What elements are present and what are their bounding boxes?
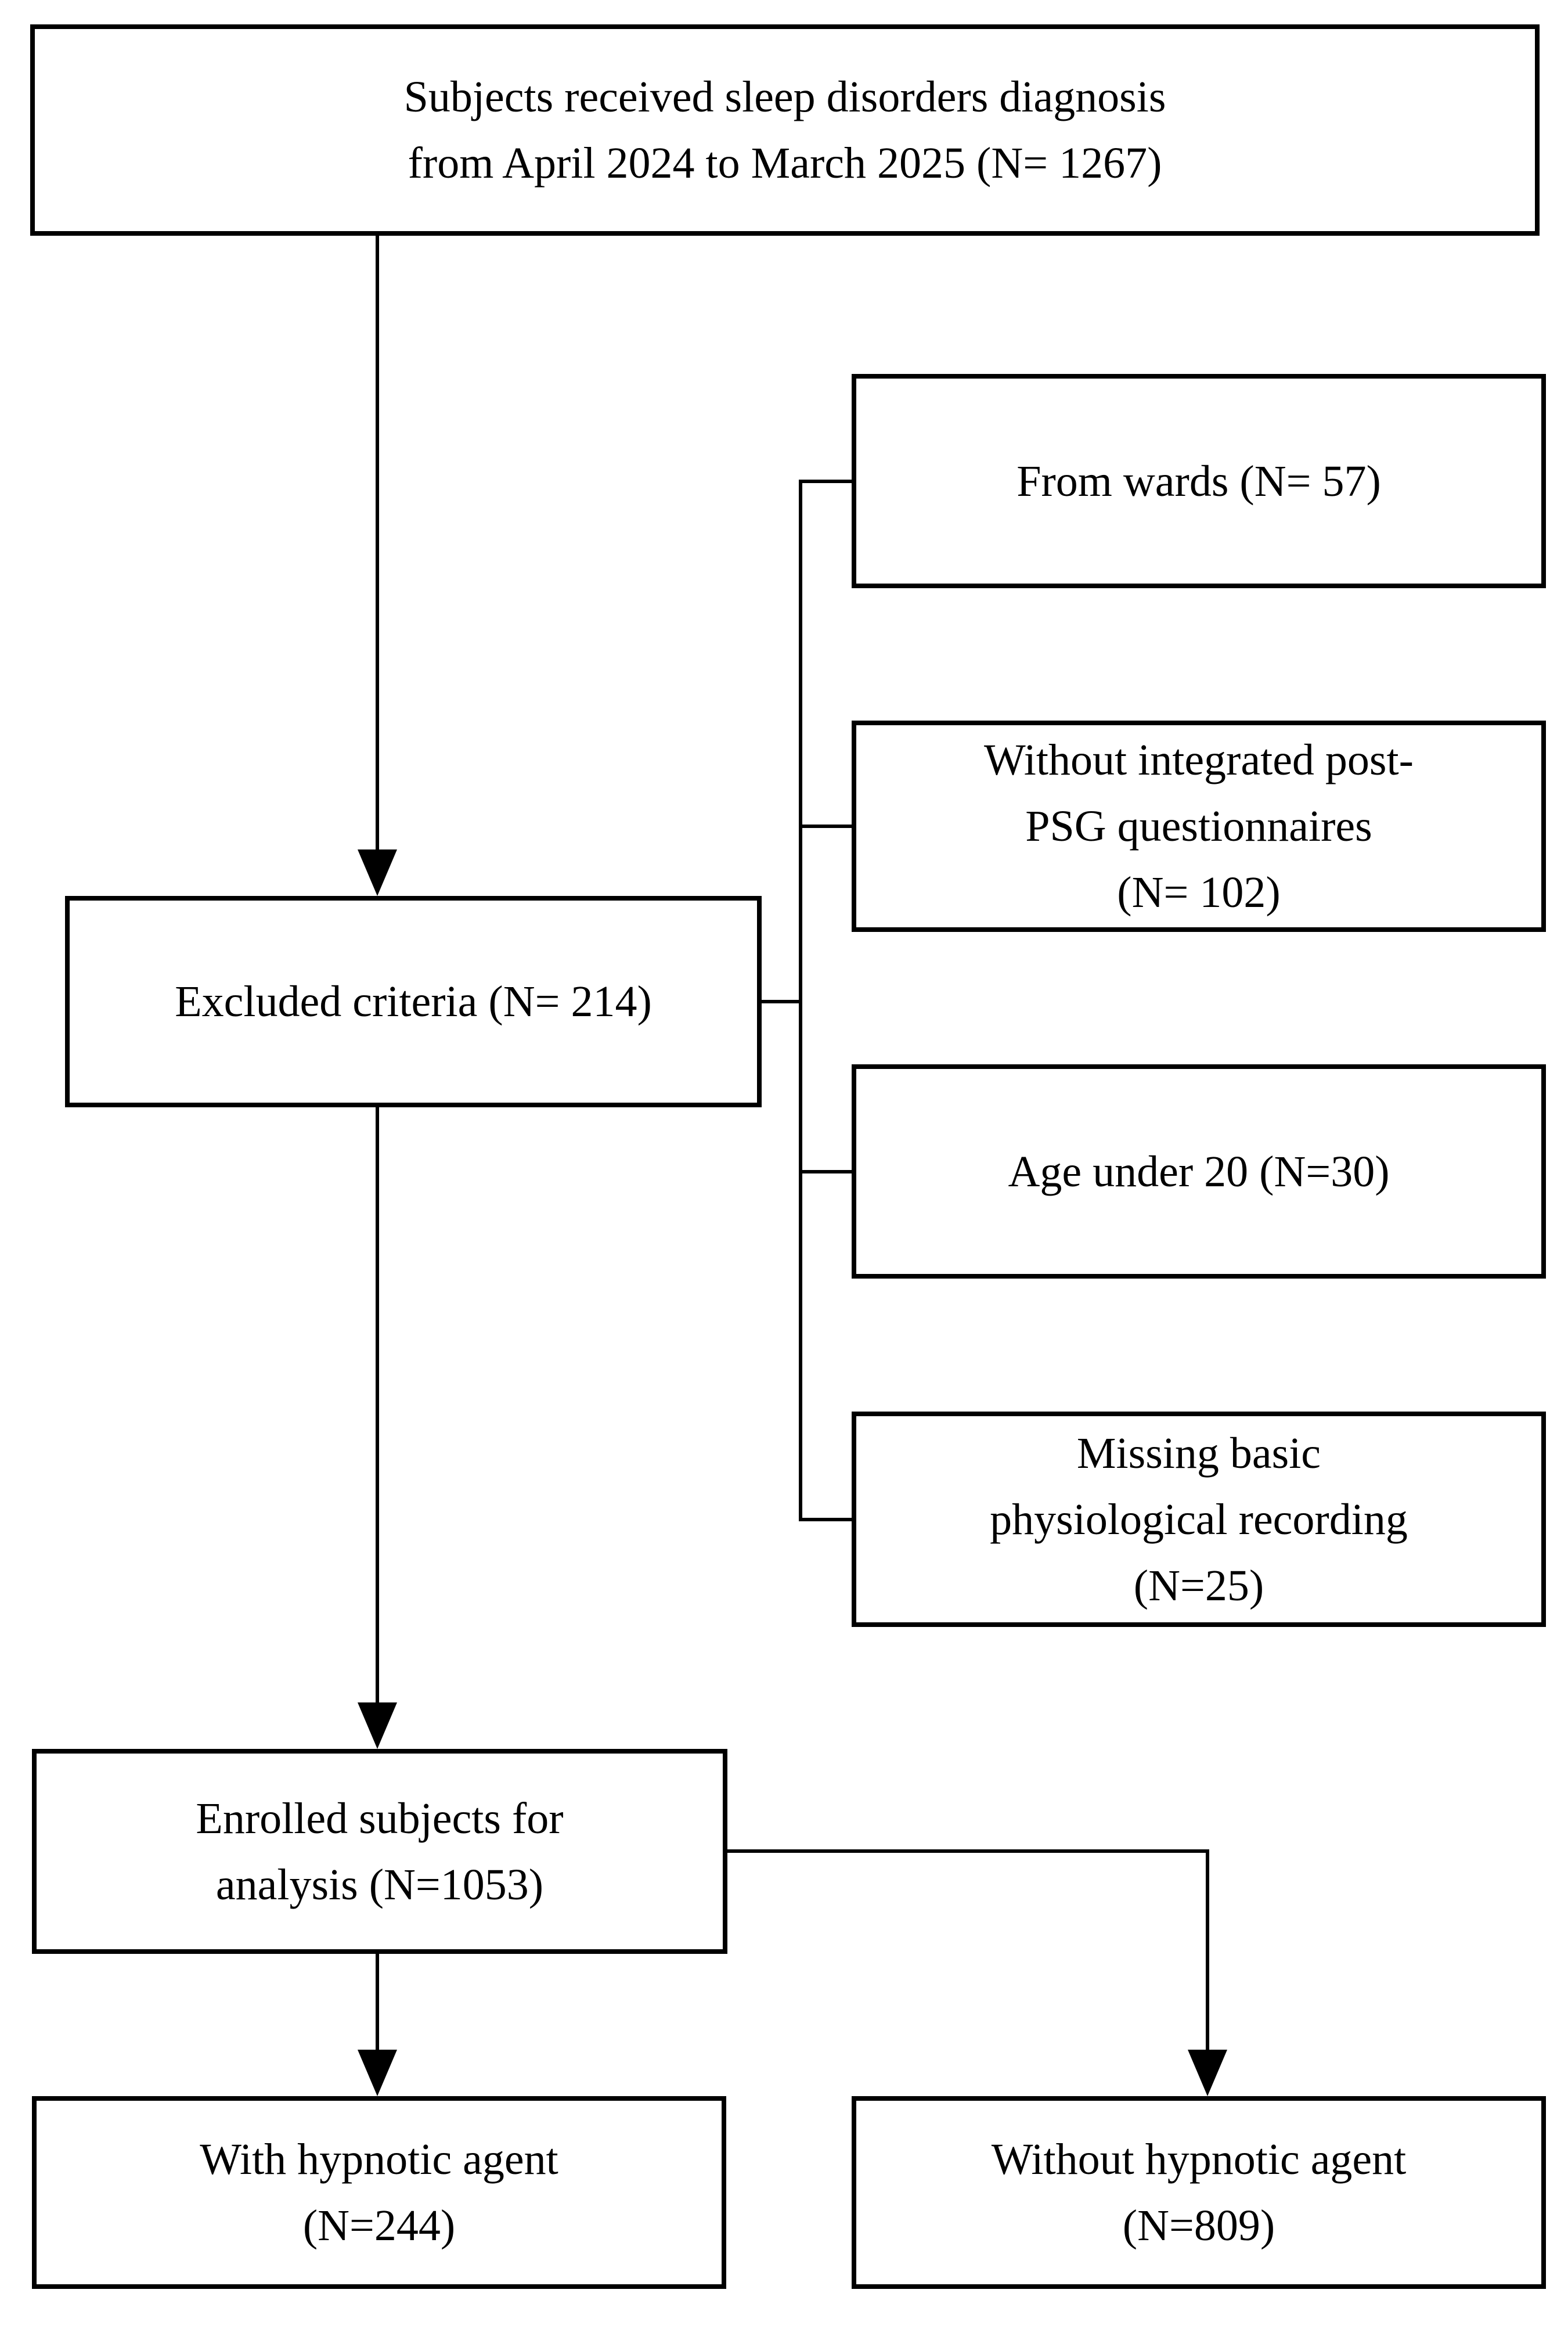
connector-trunk-to-missing <box>799 1518 852 1521</box>
arrowhead-enrolled <box>358 1702 397 1749</box>
connector-enrolled-branch-horizontal <box>727 1849 1209 1853</box>
box-excluded-from-wards: From wards (N= 57) <box>852 374 1546 588</box>
box-excluded-no-psg-questionnaire-label: Without integrated post- PSG questionnai… <box>984 736 1414 917</box>
box-without-hypnotic-agent-label: Without hypnotic agent (N=809) <box>991 2135 1407 2250</box>
box-enrolled-subjects-label: Enrolled subjects for analysis (N=1053) <box>196 1794 564 1909</box>
box-enrolled-subjects: Enrolled subjects for analysis (N=1053) <box>32 1749 727 1954</box>
box-initial-subjects: Subjects received sleep disorders diagno… <box>30 24 1540 236</box>
box-excluded-missing-recording-label: Missing basic physiological recording (N… <box>990 1428 1408 1610</box>
box-excluded-age-under-20-label: Age under 20 (N=30) <box>1008 1147 1390 1196</box>
connector-excluded-to-enrolled <box>376 1107 379 1713</box>
connector-trunk-to-wards <box>799 480 852 483</box>
box-with-hypnotic-agent-label: With hypnotic agent (N=244) <box>200 2135 558 2250</box>
arrowhead-without-hypnotic <box>1188 2050 1227 2096</box>
box-excluded-from-wards-label: From wards (N= 57) <box>1017 456 1381 506</box>
box-excluded-age-under-20: Age under 20 (N=30) <box>852 1064 1546 1279</box>
connector-enrolled-to-with <box>376 1954 379 2058</box>
connector-top-to-excluded <box>376 236 379 863</box>
box-excluded-no-psg-questionnaire: Without integrated post- PSG questionnai… <box>852 721 1546 932</box>
connector-trunk-to-age <box>799 1170 852 1173</box>
connector-trunk <box>799 480 802 1521</box>
box-with-hypnotic-agent: With hypnotic agent (N=244) <box>32 2096 726 2289</box>
box-excluded-criteria-label: Excluded criteria (N= 214) <box>175 977 652 1026</box>
arrowhead-excluded <box>358 849 397 896</box>
box-without-hypnotic-agent: Without hypnotic agent (N=809) <box>852 2096 1546 2289</box>
connector-trunk-to-psg <box>799 825 852 828</box>
connector-excluded-to-trunk <box>762 1000 801 1003</box>
arrowhead-with-hypnotic <box>358 2050 397 2096</box>
box-excluded-missing-recording: Missing basic physiological recording (N… <box>852 1412 1546 1627</box>
box-excluded-criteria: Excluded criteria (N= 214) <box>65 896 762 1107</box>
box-initial-subjects-label: Subjects received sleep disorders diagno… <box>403 73 1166 188</box>
connector-branch-to-without <box>1206 1849 1209 2058</box>
